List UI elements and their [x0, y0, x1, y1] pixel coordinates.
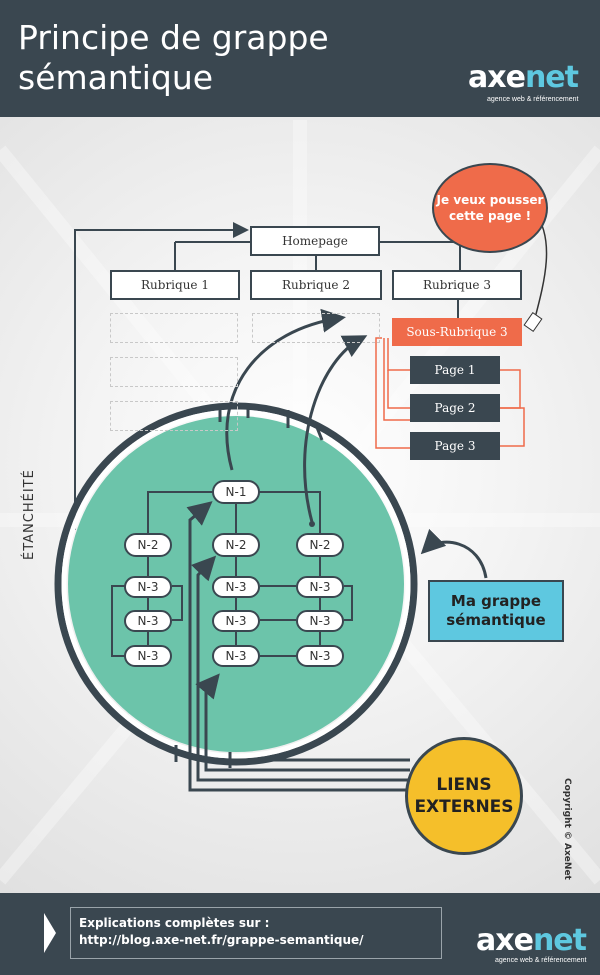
page-1-box: Page 1 — [410, 356, 500, 384]
logo-net: net — [524, 60, 579, 95]
rubrique-2-label: Rubrique 2 — [282, 278, 350, 292]
rubrique-3-label: Rubrique 3 — [423, 278, 491, 292]
bubble-line-2: cette page ! — [448, 209, 532, 223]
n3-label: N-3 — [309, 580, 331, 594]
cluster-node-n3: N-3 — [296, 576, 344, 598]
homepage-box: Homepage — [250, 226, 380, 256]
n3-label: N-3 — [137, 649, 159, 663]
cluster-node-n3: N-3 — [296, 645, 344, 667]
page-title: Principe de grappe sémantique — [18, 18, 398, 98]
placeholder-box — [110, 357, 238, 387]
push-page-bubble: Je veux pousser cette page ! — [432, 163, 548, 253]
n3-label: N-3 — [225, 580, 247, 594]
page-1-label: Page 1 — [434, 363, 476, 377]
cluster-node-n3: N-3 — [212, 610, 260, 632]
footer-link-box[interactable]: Explications complètes sur : http://blog… — [70, 907, 442, 959]
cluster-node-n3: N-3 — [124, 645, 172, 667]
footer-line-1: Explications complètes sur : — [79, 916, 270, 930]
logo-axe: axe — [468, 60, 526, 95]
sous-rubrique-label: Sous-Rubrique 3 — [406, 325, 508, 339]
etancheite-label: ÉTANCHÉITÉ — [22, 469, 37, 560]
rubrique-2-box: Rubrique 2 — [250, 270, 382, 300]
page-3-box: Page 3 — [410, 432, 500, 460]
copyright-label: Copyright © AxeNet — [562, 778, 572, 880]
footer: Explications complètes sur : http://blog… — [0, 893, 600, 975]
n3-label: N-3 — [225, 649, 247, 663]
cluster-node-n3: N-3 — [124, 576, 172, 598]
logo: axenet — [468, 60, 579, 95]
cluster-label-line-1: Ma grappe — [450, 592, 542, 610]
placeholder-box — [110, 313, 238, 343]
title-line-2: sémantique — [18, 58, 214, 97]
rubrique-3-box: Rubrique 3 — [392, 270, 522, 300]
footer-url[interactable]: http://blog.axe-net.fr/grappe-semantique… — [79, 933, 364, 947]
cluster-label-line-2: sémantique — [446, 611, 546, 629]
n3-label: N-3 — [225, 614, 247, 628]
page-2-label: Page 2 — [434, 401, 476, 415]
cluster-node-n2: N-2 — [296, 533, 344, 557]
bubble-line-1: Je veux pousser — [436, 193, 544, 207]
n2-label: N-2 — [309, 538, 331, 552]
n3-label: N-3 — [309, 649, 331, 663]
n1-label: N-1 — [225, 485, 247, 499]
rubrique-1-box: Rubrique 1 — [110, 270, 240, 300]
placeholder-box — [252, 313, 380, 343]
n3-label: N-3 — [137, 614, 159, 628]
cluster-node-n2: N-2 — [124, 533, 172, 557]
logo-net: net — [532, 923, 587, 958]
cluster-node-n2: N-2 — [212, 533, 260, 557]
cluster-node-n3: N-3 — [212, 576, 260, 598]
cluster-label-box: Ma grappe sémantique — [428, 580, 564, 642]
cluster-node-n1: N-1 — [212, 480, 260, 504]
sous-rubrique-box: Sous-Rubrique 3 — [392, 318, 522, 346]
header: Principe de grappe sémantique axenet age… — [0, 0, 600, 117]
external-links-circle: LIENS EXTERNES — [405, 737, 523, 855]
cluster-node-n3: N-3 — [212, 645, 260, 667]
n2-label: N-2 — [137, 538, 159, 552]
n2-label: N-2 — [225, 538, 247, 552]
play-arrow-icon — [44, 913, 56, 953]
title-line-1: Principe de grappe — [18, 18, 329, 57]
logo-tagline: agence web & référencement — [495, 957, 587, 964]
external-line-1: LIENS — [436, 775, 492, 795]
rubrique-1-label: Rubrique 1 — [141, 278, 209, 292]
homepage-label: Homepage — [282, 234, 348, 248]
page-2-box: Page 2 — [410, 394, 500, 422]
cluster-node-n3: N-3 — [124, 610, 172, 632]
logo-axe: axe — [476, 923, 534, 958]
n3-label: N-3 — [137, 580, 159, 594]
logo-tagline: agence web & référencement — [487, 96, 579, 103]
cluster-node-n3: N-3 — [296, 610, 344, 632]
external-line-2: EXTERNES — [414, 797, 514, 817]
n3-label: N-3 — [309, 614, 331, 628]
placeholder-box — [110, 401, 238, 431]
page-3-label: Page 3 — [434, 439, 476, 453]
footer-logo: axenet — [476, 923, 587, 958]
